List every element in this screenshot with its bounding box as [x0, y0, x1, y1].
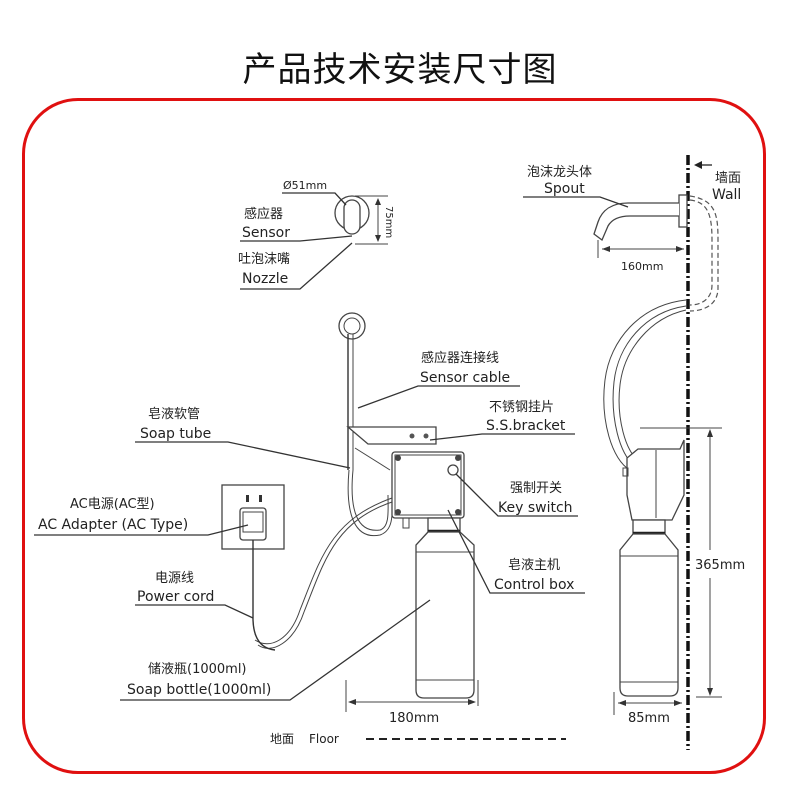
- power-cord-label-en: Power cord: [137, 589, 214, 605]
- control-box-label-cn: 皂液主机: [508, 558, 560, 573]
- soap-bottle-label-en: Soap bottle(1000ml): [127, 682, 271, 698]
- wall-label-cn: 墙面: [715, 171, 741, 186]
- width-dimension-180: 180mm: [345, 680, 479, 726]
- key-switch: [447, 464, 459, 476]
- red-rounded-frame: [22, 98, 766, 774]
- bottle-width-dim: 85mm: [628, 711, 670, 726]
- main-assembly: [254, 312, 475, 699]
- floor-line: 地面 Floor: [270, 732, 566, 746]
- spout: [593, 202, 679, 242]
- floor-label-cn: 地面: [270, 732, 294, 746]
- key-switch-label-cn: 强制开关: [510, 481, 562, 496]
- spout-flange: [678, 194, 688, 228]
- sensor-label-cn: 感应器: [244, 206, 283, 222]
- spout-reach-dim: 160mm: [621, 260, 663, 273]
- soap-bottle: [415, 531, 475, 699]
- sensor-detail: 75mm Ø51mm 感应器 Sensor 吐泡沫嘴 Nozzle: [238, 179, 394, 290]
- nozzle-label-en: Nozzle: [242, 271, 288, 287]
- sensor-label-en: Sensor: [242, 225, 290, 241]
- soap-tube-label-en: Soap tube: [140, 426, 211, 442]
- soap-bottle-label-cn: 储液瓶(1000ml): [148, 662, 247, 677]
- unit-width-dim: 180mm: [389, 711, 439, 726]
- key-switch-label-en: Key switch: [498, 500, 573, 516]
- soap-tube-label-cn: 皂液软管: [148, 407, 200, 422]
- side-soap-bottle: [619, 533, 679, 697]
- ac-adapter-label-cn: AC电源(AC型): [70, 497, 155, 512]
- ac-outlet: [221, 484, 285, 651]
- page-title: 产品技术安装尺寸图: [242, 50, 558, 90]
- ac-adapter-label-en: AC Adapter (AC Type): [38, 517, 188, 533]
- sensor-height-dim: 75mm: [383, 206, 394, 238]
- wall-label-en: Wall: [712, 187, 741, 203]
- floor-label-en: Floor: [309, 732, 339, 746]
- ss-bracket-label-en: S.S.bracket: [486, 418, 566, 434]
- sensor-body: [343, 199, 361, 235]
- ac-adapter: [239, 507, 267, 541]
- ss-bracket: [346, 426, 437, 445]
- wall-flange: [338, 312, 366, 340]
- sensor-cable-label-cn: 感应器连接线: [421, 350, 499, 366]
- power-cord-label-cn: 电源线: [155, 571, 194, 586]
- side-view: 墙面 Wall 泡沫龙头体 Spout 160mm: [523, 155, 745, 750]
- spout-label-en: Spout: [544, 181, 585, 197]
- nozzle-label-cn: 吐泡沫嘴: [238, 252, 290, 267]
- unit-height-dim: 365mm: [695, 558, 745, 573]
- sensor-diameter-dim: Ø51mm: [283, 179, 327, 192]
- control-box-label-en: Control box: [494, 577, 574, 593]
- sensor-cable-label-en: Sensor cable: [420, 370, 510, 386]
- control-box: [391, 451, 465, 519]
- ss-bracket-label-cn: 不锈钢挂片: [489, 400, 554, 415]
- callouts-left: 感应器连接线 Sensor cable 不锈钢挂片 S.S.bracket 皂液…: [34, 350, 585, 701]
- spout-label-cn: 泡沫龙头体: [527, 165, 592, 180]
